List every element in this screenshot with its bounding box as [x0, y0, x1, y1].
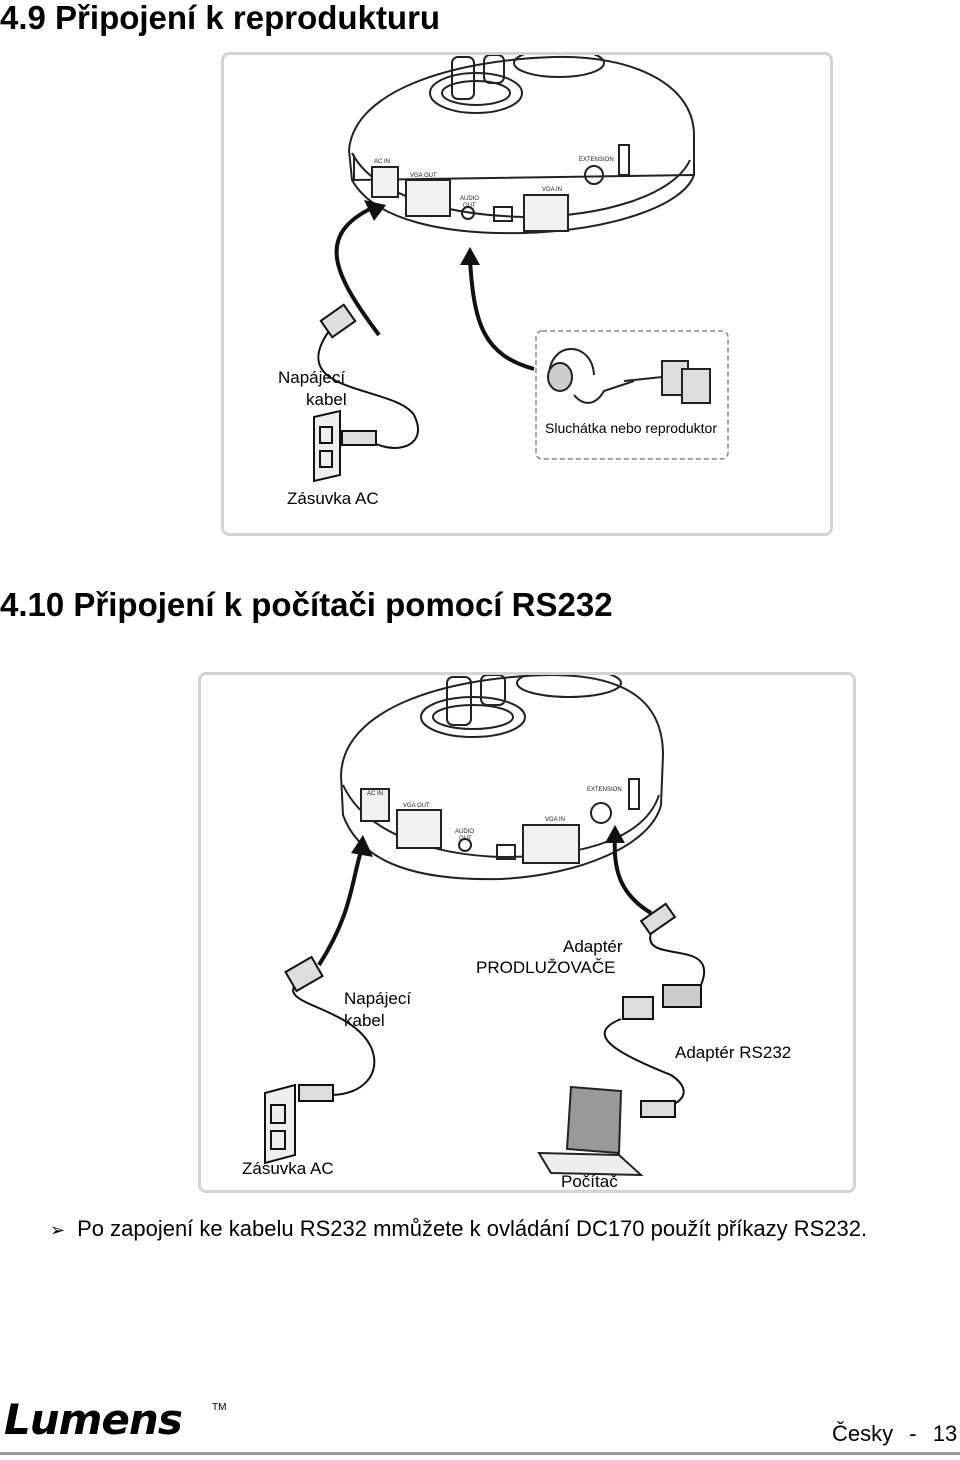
note-bullet: ➢ Po zapojení ke kabelu RS232 mmůžete k o…: [50, 1214, 867, 1246]
footer-separator: -: [909, 1421, 917, 1446]
extension-adapter-label-line2: PRODLUŽOVAČE: [476, 958, 616, 977]
port-label-extension: EXTENSION: [587, 787, 622, 793]
power-cable-label-line2: kabel: [306, 390, 347, 409]
port-label-ac-in: AC IN: [374, 159, 390, 165]
page-number: 13: [932, 1421, 958, 1446]
ac-outlet-label: Zásuvka AC: [242, 1159, 334, 1178]
section-4-10-title: 4.10 Připojení k počítači pomocí RS232: [0, 586, 613, 623]
power-cable-label-line2: kabel: [344, 1011, 385, 1030]
document-camera-illustration: AC IN VGA OUT AUDIO OUT VGA IN EXTENSION: [264, 675, 706, 1177]
port-label-ac-in: AC IN: [367, 791, 383, 797]
port-label-out: OUT: [463, 203, 476, 209]
lumens-logo: Lumens: [4, 1395, 183, 1444]
headphones-label: Sluchátka nebo reproduktor: [545, 420, 717, 436]
trademark-symbol: TM: [212, 1402, 227, 1413]
document-camera-illustration: AC IN VGA OUT AUDIO OUT VGA IN EXTENSION: [313, 55, 729, 483]
bullet-marker: ➢: [50, 1220, 66, 1241]
port-label-extension: EXTENSION: [579, 157, 614, 163]
computer-label: Počítač: [561, 1172, 618, 1191]
rs232-adapter-label: Adaptér RS232: [675, 1043, 792, 1062]
section-4-9-title: 4.9 Připojení k reprodukturu: [0, 0, 441, 36]
port-label-vga-in: VGA IN: [542, 187, 562, 193]
footer-language: Česky: [832, 1421, 894, 1446]
power-cable-label-line1: Napájecí: [278, 368, 346, 387]
footer-divider: [0, 1452, 960, 1455]
power-cable-label-line1: Napájecí: [344, 989, 412, 1008]
page-footer: Česky - 13: [832, 1420, 957, 1448]
extension-adapter-label-line1: Adaptér: [563, 937, 623, 956]
note-text: Po zapojení ke kabelu RS232 mmůžete k ov…: [77, 1216, 868, 1241]
figure-rs232-connection: AC IN VGA OUT AUDIO OUT VGA IN EXTENSION: [198, 672, 856, 1193]
port-label-vga-out: VGA OUT: [403, 803, 430, 809]
ac-outlet-label: Zásuvka AC: [287, 489, 379, 508]
port-label-vga-out: VGA OUT: [410, 173, 437, 179]
figure-speaker-connection: AC IN VGA OUT AUDIO OUT VGA IN EXTENSION: [221, 52, 833, 536]
port-label-vga-in: VGA IN: [545, 817, 565, 823]
port-label-audio: AUDIO: [455, 829, 474, 835]
port-label-audio: AUDIO: [460, 196, 479, 202]
port-label-out: OUT: [459, 836, 472, 842]
